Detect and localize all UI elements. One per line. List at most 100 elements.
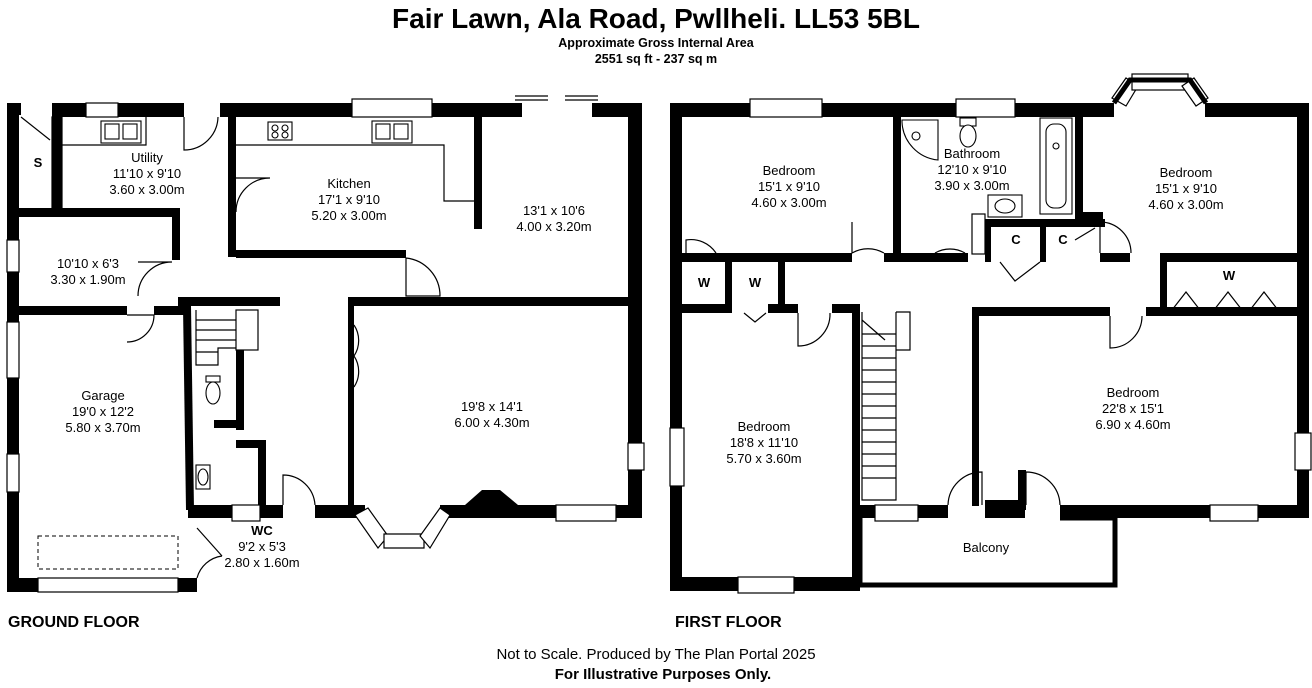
window <box>351 98 433 118</box>
door <box>20 116 51 141</box>
wall <box>1015 103 1080 117</box>
wall <box>183 306 194 510</box>
wall <box>178 297 280 306</box>
kitchen-counter <box>236 144 474 202</box>
wall <box>670 103 750 117</box>
wall <box>1040 219 1046 262</box>
basin-icon <box>195 464 211 490</box>
wall <box>172 208 180 260</box>
floor-label-first: FIRST FLOOR <box>675 614 782 631</box>
room-size-imperial: 18'8 x 11'10 <box>730 435 798 450</box>
room-size-metric: 4.60 x 3.00m <box>751 195 826 210</box>
wall <box>235 309 259 351</box>
wall <box>7 272 19 322</box>
room-size-imperial: 9'2 x 5'3 <box>238 539 286 554</box>
bay-window <box>354 507 389 549</box>
room-name-wc: WC <box>251 523 273 538</box>
door <box>743 312 767 323</box>
disclaimer: For Illustrative Purposes Only. <box>555 666 771 683</box>
wall <box>228 117 236 257</box>
window <box>627 442 645 471</box>
area-value: 2551 sq ft - 237 sq m <box>595 52 717 66</box>
room-name-garage: Garage <box>81 388 124 403</box>
wall <box>670 486 682 591</box>
wall <box>348 306 354 506</box>
wall <box>19 208 179 217</box>
window <box>1209 504 1259 522</box>
wall <box>1160 262 1167 312</box>
wall <box>52 117 62 210</box>
door <box>947 471 983 506</box>
window <box>555 504 617 522</box>
ground-floor-plan <box>6 95 645 593</box>
wall <box>258 440 266 510</box>
wall <box>154 306 190 315</box>
stairs <box>861 311 911 501</box>
window <box>749 98 823 118</box>
room-size-metric: 5.20 x 3.00m <box>311 208 386 223</box>
room-size-imperial: 13'1 x 10'6 <box>523 203 585 218</box>
window <box>6 239 20 273</box>
double-door <box>353 324 360 388</box>
wall <box>236 350 244 430</box>
wall <box>893 117 901 257</box>
window <box>6 453 20 493</box>
wall <box>884 253 968 262</box>
window <box>85 102 119 118</box>
wardrobe-label: W <box>749 275 762 290</box>
wall <box>682 304 732 313</box>
stairs <box>195 310 236 366</box>
door <box>183 116 219 151</box>
wall <box>474 117 482 229</box>
wall <box>7 103 19 240</box>
wall <box>7 103 21 115</box>
door <box>196 527 223 557</box>
room-size-metric: 3.90 x 3.00m <box>934 178 1009 193</box>
room-size-metric: 4.00 x 3.20m <box>516 219 591 234</box>
room-size-metric: 3.30 x 1.90m <box>50 272 125 287</box>
door <box>235 177 271 213</box>
door <box>405 257 441 297</box>
wall <box>971 213 986 255</box>
room-size-metric: 6.00 x 4.30m <box>454 415 529 430</box>
door <box>685 238 717 254</box>
room-label-store: S <box>34 155 43 170</box>
room-size-metric: 6.90 x 4.60m <box>1095 417 1170 432</box>
wall <box>628 103 642 443</box>
door <box>1074 227 1096 241</box>
first-floor-plan <box>669 73 1312 594</box>
wall <box>852 304 860 577</box>
door <box>282 474 316 506</box>
scale-note: Not to Scale. Produced by The Plan Porta… <box>496 646 815 663</box>
wall <box>725 262 732 304</box>
window <box>1294 432 1312 471</box>
room-name-bedroom: Bedroom <box>1160 165 1213 180</box>
door <box>137 261 173 297</box>
door <box>196 555 223 579</box>
wall <box>1205 103 1309 117</box>
wall <box>972 307 1110 316</box>
utility-counter <box>62 117 147 146</box>
room-name-utility: Utility <box>131 150 163 165</box>
window <box>37 577 179 593</box>
room-size-imperial: 19'0 x 12'2 <box>72 404 134 419</box>
bay-wall <box>1111 77 1209 105</box>
room-size-metric: 5.80 x 3.70m <box>65 420 140 435</box>
door <box>126 314 155 343</box>
wall <box>778 262 785 304</box>
room-size-imperial: 22'8 x 15'1 <box>1102 401 1164 416</box>
room-size-imperial: 10'10 x 6'3 <box>57 256 119 271</box>
wall <box>7 378 19 454</box>
room-size-imperial: 12'10 x 9'10 <box>937 162 1006 177</box>
wall <box>1075 117 1083 219</box>
kitchen-sink-icon <box>371 120 413 144</box>
garage-door <box>37 535 179 570</box>
bay-window <box>383 533 425 549</box>
window <box>955 98 1016 118</box>
room-size-imperial: 19'8 x 14'1 <box>461 399 523 414</box>
room-size-metric: 5.70 x 3.60m <box>726 451 801 466</box>
wall <box>1297 103 1309 433</box>
floor-label-ground: GROUND FLOOR <box>8 614 140 631</box>
wall <box>236 440 266 448</box>
